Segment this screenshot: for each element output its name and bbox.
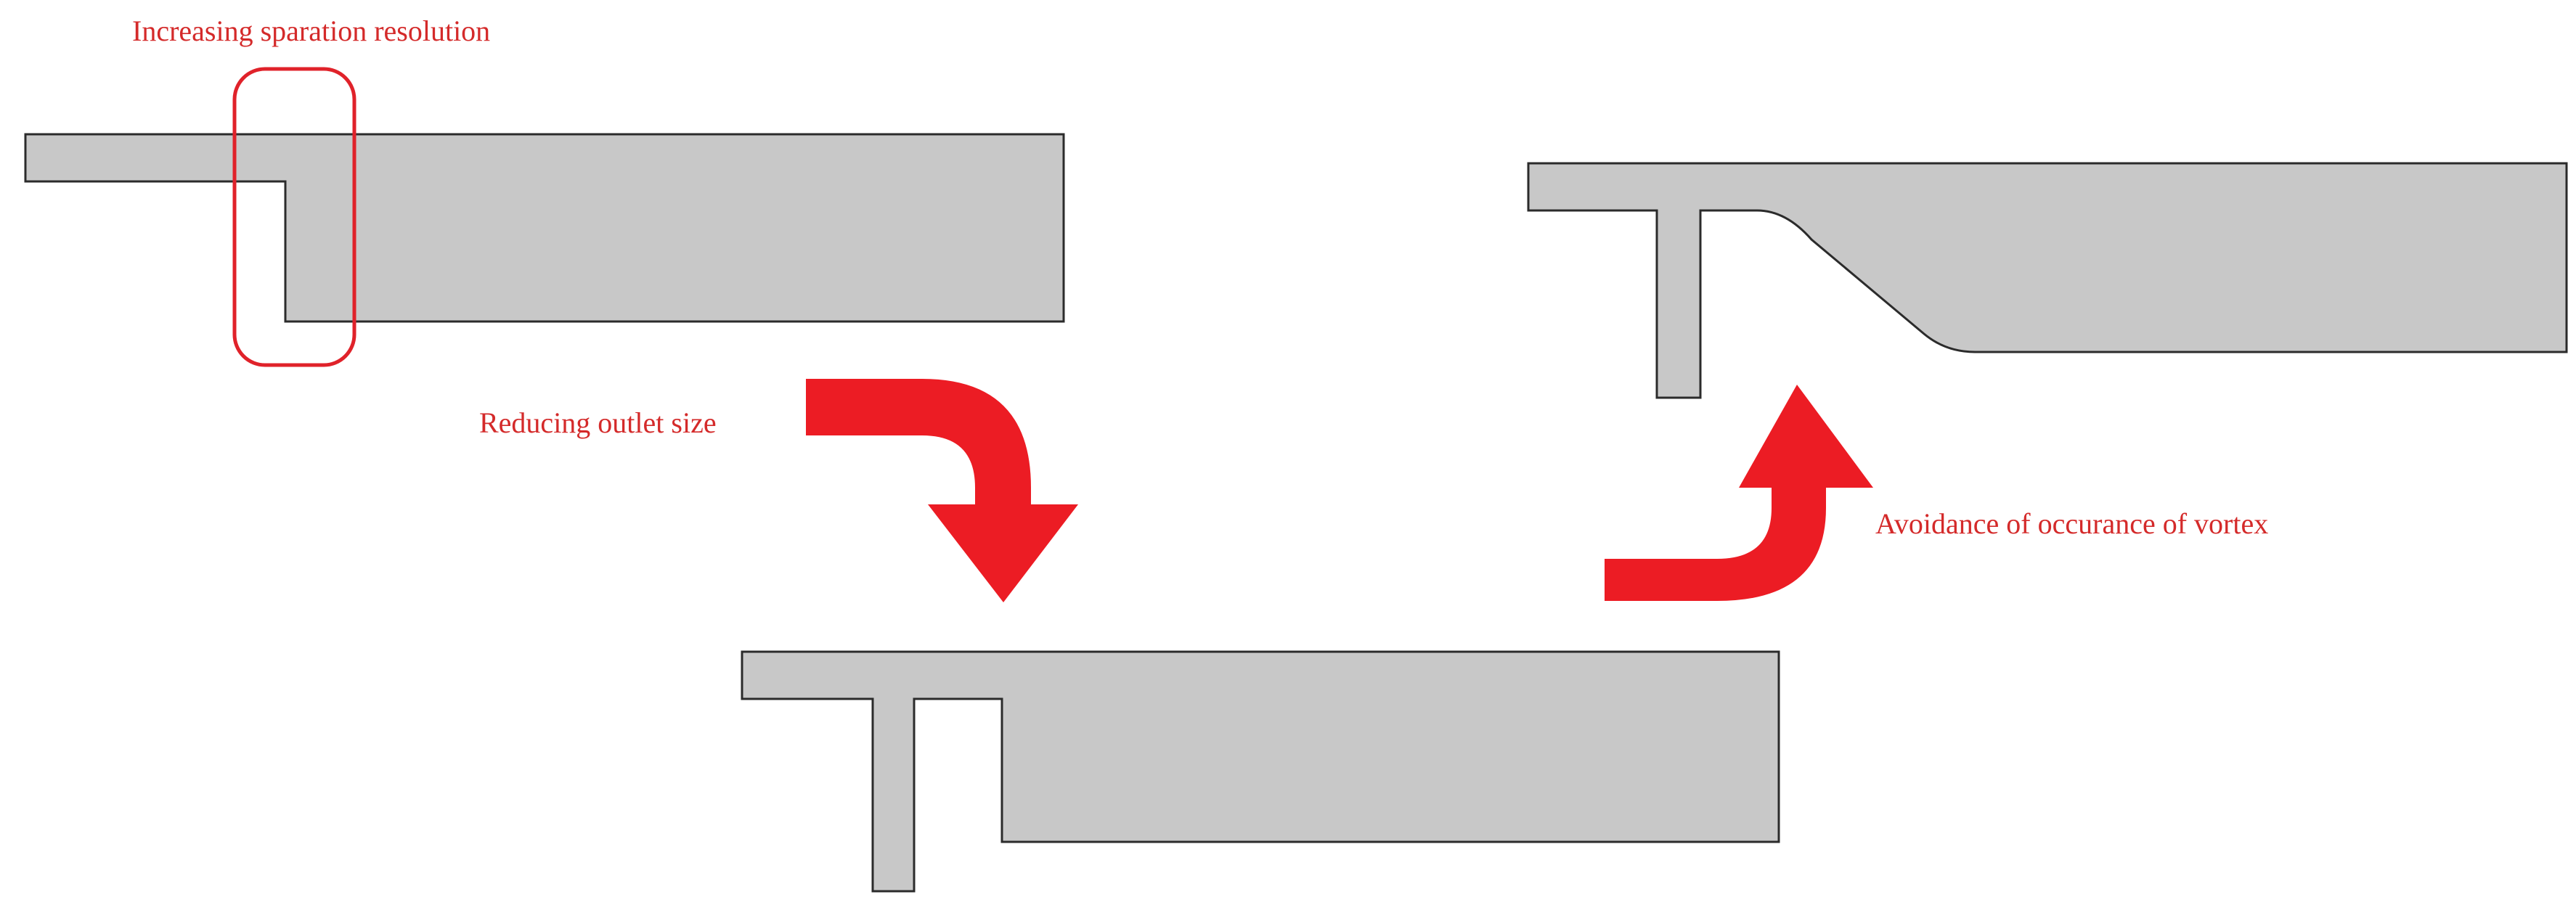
vortex-free-geometry xyxy=(1527,162,2568,399)
reduced-outlet-geometry xyxy=(741,650,1780,893)
caption-outlet: Reducing outlet size xyxy=(479,406,717,439)
caption-vortex: Avoidance of occurance of vortex xyxy=(1875,507,2268,540)
separation-highlight-box xyxy=(232,67,356,367)
initial-channel-geometry xyxy=(24,133,1065,323)
curved-arrow-up-icon xyxy=(1605,385,1873,601)
caption-separation: Increasing sparation resolution xyxy=(132,15,490,47)
curved-arrow-down-icon xyxy=(806,379,1078,602)
